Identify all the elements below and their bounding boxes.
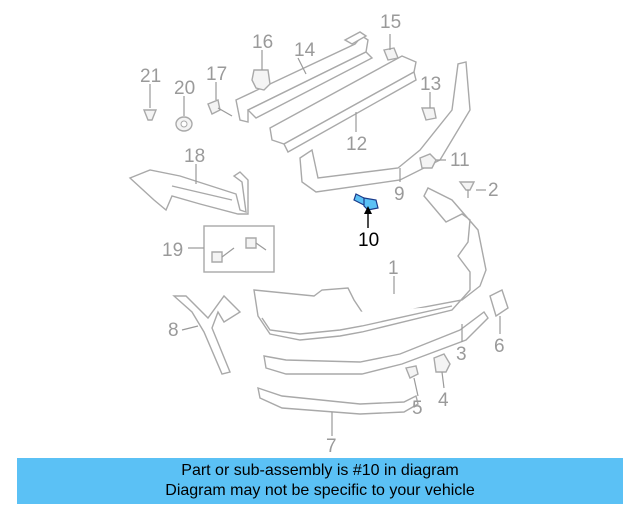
label-12: 12 bbox=[346, 134, 367, 155]
label-6: 6 bbox=[494, 336, 505, 357]
label-21: 21 bbox=[140, 66, 161, 87]
part-13-bolt bbox=[421, 107, 437, 121]
part-4-clip bbox=[433, 353, 451, 373]
part-19-hardware-box bbox=[203, 225, 275, 273]
label-19: 19 bbox=[162, 240, 183, 261]
label-2: 2 bbox=[488, 180, 499, 201]
part-14-reinforcement-bar bbox=[235, 31, 374, 123]
part-10-bolt bbox=[353, 193, 379, 211]
label-5: 5 bbox=[412, 398, 423, 419]
part-1-bumper-cover bbox=[253, 187, 487, 341]
parts-diagram: 15 16 14 21 17 20 13 12 11 18 9 2 10 19 … bbox=[128, 12, 509, 457]
part-18-side-bracket bbox=[128, 169, 249, 215]
caption-line-2: Diagram may not be specific to your vehi… bbox=[165, 482, 475, 499]
label-15: 15 bbox=[380, 12, 401, 33]
label-10-highlighted: 10 bbox=[358, 230, 379, 251]
part-15-bolt bbox=[383, 47, 399, 61]
part-2-pushpin bbox=[458, 181, 476, 198]
label-7: 7 bbox=[326, 436, 337, 457]
part-16-clip bbox=[251, 69, 271, 91]
part-6-cover bbox=[489, 289, 509, 318]
part-5-screw bbox=[405, 365, 419, 379]
label-11: 11 bbox=[450, 150, 470, 171]
part-12-energy-absorber bbox=[269, 55, 417, 153]
part-21-pushpin bbox=[142, 109, 158, 121]
part-17-bolt bbox=[207, 99, 233, 117]
part-8-side-trim bbox=[172, 294, 242, 375]
part-7-bottom-trim bbox=[257, 386, 419, 415]
part-3-lower-skirt bbox=[263, 310, 489, 375]
label-18: 18 bbox=[184, 146, 205, 167]
label-3: 3 bbox=[456, 344, 467, 365]
label-9: 9 bbox=[394, 184, 405, 205]
caption-line-1: Part or sub-assembly is #10 in diagram bbox=[181, 462, 459, 479]
part-number-labels: 15 16 14 21 17 20 13 12 11 18 9 2 10 19 … bbox=[140, 12, 505, 457]
part-20-grommet bbox=[175, 116, 193, 132]
label-17: 17 bbox=[206, 64, 227, 85]
leader-lines bbox=[149, 34, 501, 436]
part-11-nut bbox=[419, 153, 437, 169]
label-1: 1 bbox=[388, 258, 399, 279]
caption-banner: Part or sub-assembly is #10 in diagram D… bbox=[17, 458, 623, 504]
label-13: 13 bbox=[420, 74, 441, 95]
label-8: 8 bbox=[168, 320, 179, 341]
label-4: 4 bbox=[438, 390, 449, 411]
label-20: 20 bbox=[174, 78, 195, 99]
label-16: 16 bbox=[252, 32, 273, 53]
label-14: 14 bbox=[294, 40, 316, 61]
